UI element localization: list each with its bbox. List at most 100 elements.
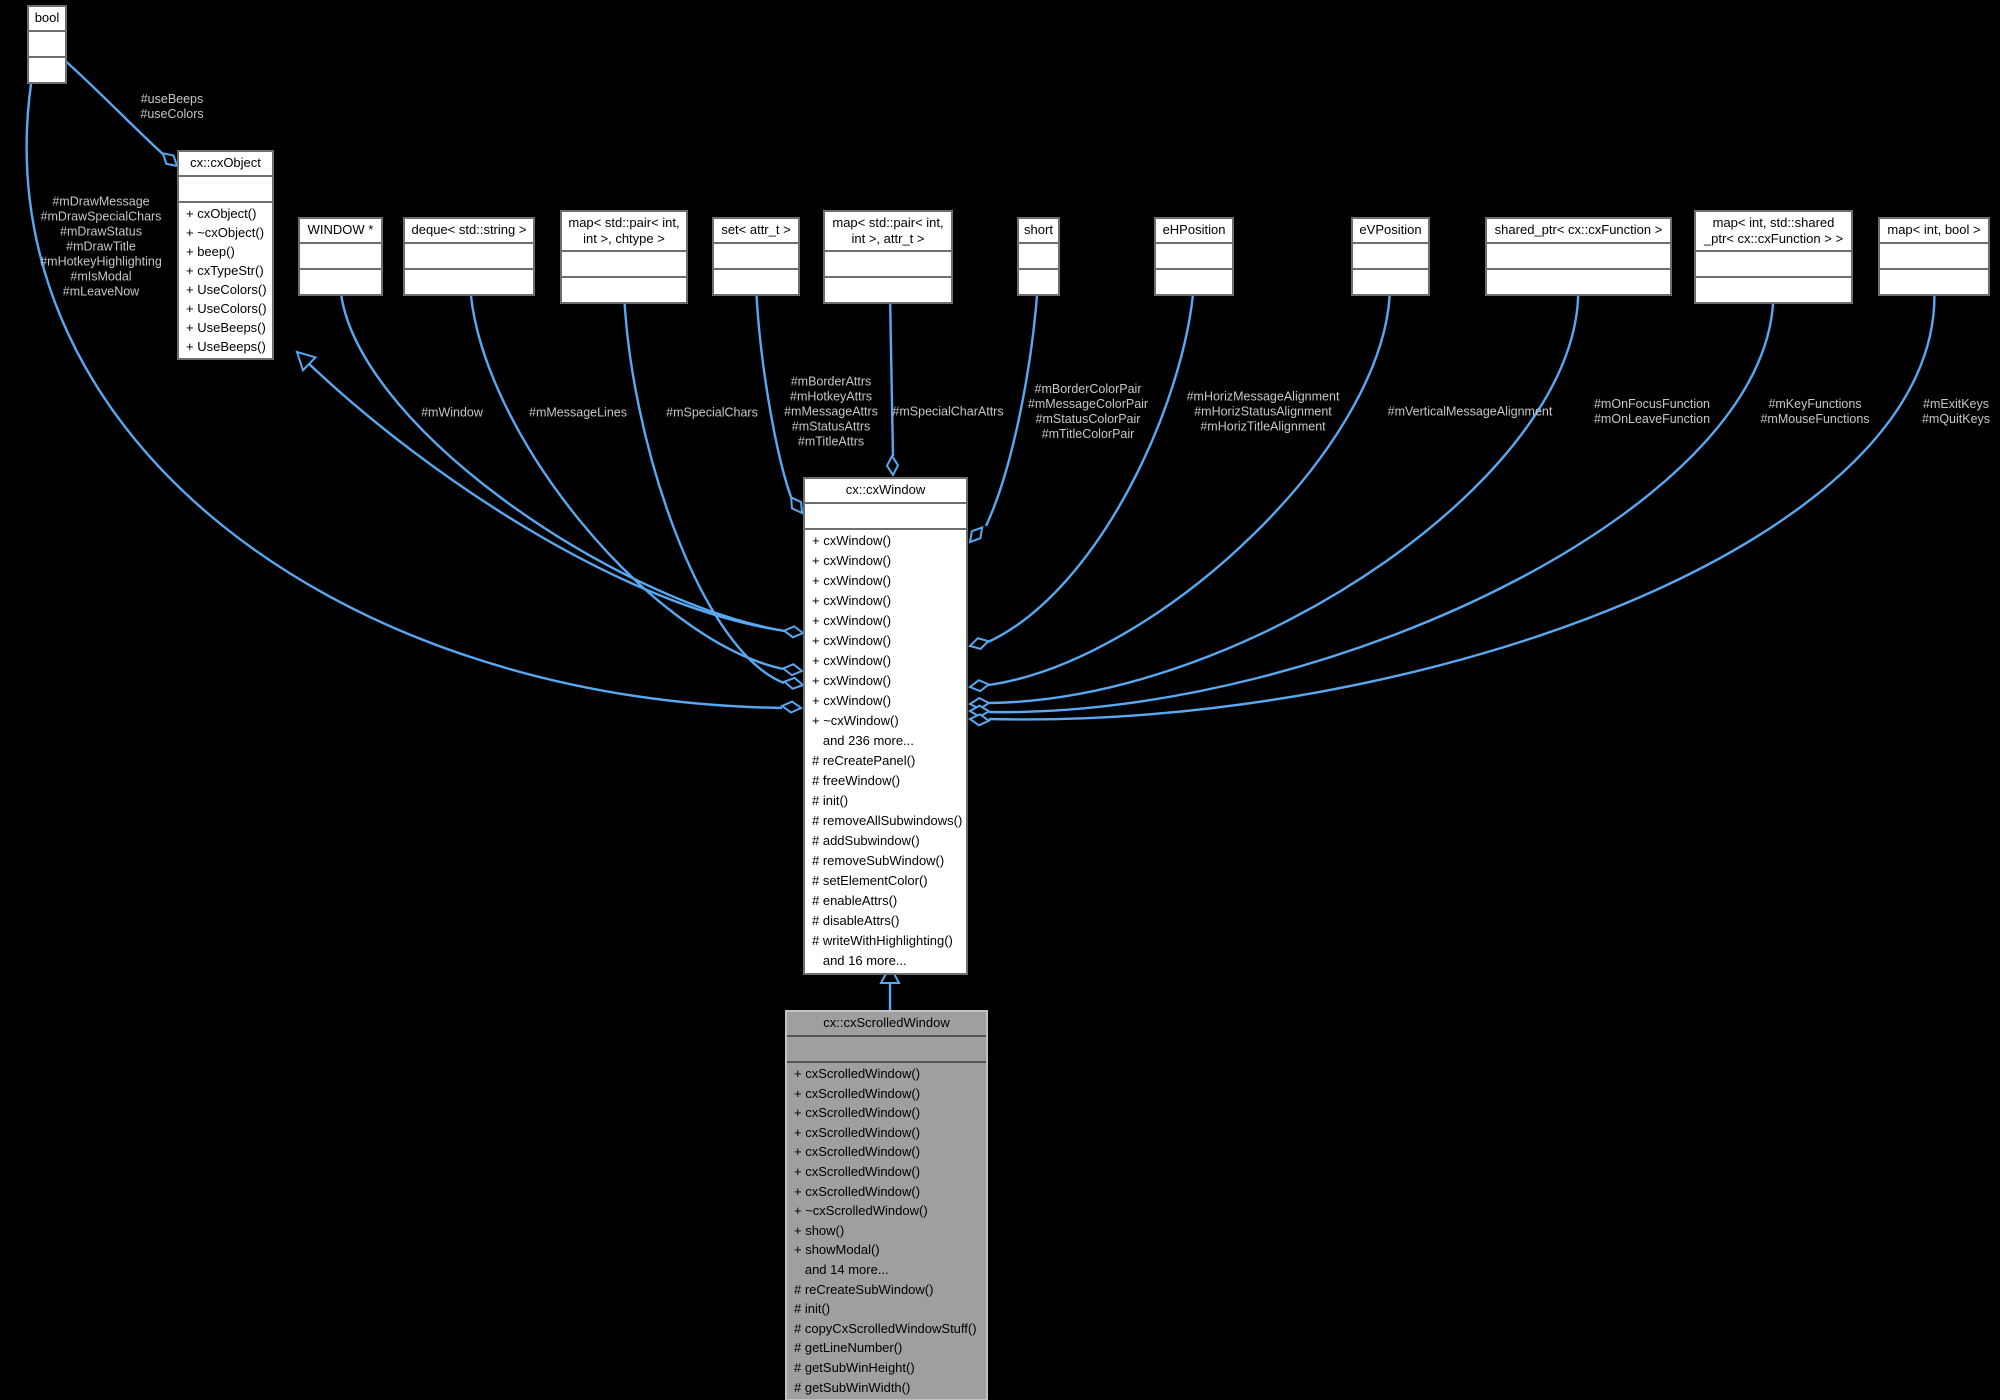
class-title: WINDOW * — [300, 219, 381, 244]
empty-compartment — [179, 177, 272, 201]
class-node-cxwindow[interactable]: cx::cxWindow+ cxWindow()+ cxWindow()+ cx… — [803, 477, 968, 975]
member-line: + cxWindow() — [812, 613, 892, 628]
edge-usebeeps-usecolors — [61, 57, 166, 157]
class-node-window-ptr[interactable]: WINDOW * — [298, 217, 383, 296]
member-line: + UseColors() — [186, 282, 267, 297]
edge-horiz-alignments — [987, 282, 1196, 644]
member-line: # removeAllSubwindows() — [812, 813, 963, 828]
class-node-map-int-bool[interactable]: map< int, bool > — [1878, 217, 1990, 296]
member-line: + ~cxWindow() — [812, 713, 899, 728]
class-node-deque-string[interactable]: deque< std::string > — [403, 217, 535, 296]
member-line: # freeWindow() — [812, 773, 901, 788]
empty-compartment — [1696, 252, 1851, 276]
member-line: + UseColors() — [186, 301, 267, 316]
empty-compartment — [562, 276, 686, 302]
member-line: # reCreatePanel() — [812, 753, 916, 768]
class-node-cxobject[interactable]: cx::cxObject+ cxObject()+ ~cxObject()+ b… — [177, 150, 274, 360]
class-title: map< std::pair< int, int >, chtype > — [562, 212, 686, 252]
member-line: # getLineNumber() — [794, 1340, 903, 1356]
edge-mspecialcharattrs — [888, 290, 895, 457]
empty-compartment — [1880, 244, 1988, 268]
edge-mdraw-flags — [25, 70, 783, 710]
empty-compartment — [1487, 244, 1670, 268]
member-line: + beep() — [186, 244, 235, 259]
member-line: # addSubwindow() — [812, 833, 920, 848]
member-line: + cxScrolledWindow() — [794, 1066, 921, 1081]
methods-compartment: + cxScrolledWindow() + cxScrolledWindow()… — [787, 1061, 986, 1399]
edge-exit-quit-keys — [988, 282, 1936, 721]
empty-compartment — [300, 244, 381, 268]
empty-compartment — [714, 244, 798, 268]
empty-compartment — [1156, 244, 1232, 268]
edge-label-mspecialchars: #mSpecialChars — [666, 405, 758, 420]
class-title: map< int, bool > — [1880, 219, 1988, 244]
class-title: cx::cxWindow — [805, 479, 966, 504]
empty-compartment — [29, 56, 65, 82]
member-line: + cxWindow() — [812, 653, 892, 668]
member-line: # enableAttrs() — [812, 893, 898, 908]
class-node-cxscrolledwindow[interactable]: cx::cxScrolledWindow+ cxScrolledWindow()… — [785, 1010, 988, 1400]
member-line: # writeWithHighlighting() — [812, 933, 953, 948]
class-node-set-attrt[interactable]: set< attr_t > — [712, 217, 800, 296]
class-node-ehposition[interactable]: eHPosition — [1154, 217, 1234, 296]
class-title: map< int, std::shared _ptr< cx::cxFuncti… — [1696, 212, 1851, 252]
edge-focus-leave-functions — [988, 282, 1580, 705]
aggregation-diamond-icon — [161, 151, 179, 168]
class-node-evposition[interactable]: eVPosition — [1351, 217, 1430, 296]
member-line: + show() — [794, 1222, 845, 1238]
aggregation-diamond-icon — [885, 454, 900, 477]
class-node-map-pair-attrt[interactable]: map< std::pair< int, int >, attr_t > — [823, 210, 953, 304]
empty-compartment — [300, 268, 381, 294]
edge-label-exit-quit-keys: #mExitKeys #mQuitKeys — [1921, 397, 1991, 426]
aggregation-diamond-icon — [781, 663, 804, 677]
edge-label-attr-sets: #mBorderAttrs #mHotkeyAttrs #mMessageAtt… — [784, 374, 878, 449]
class-title: map< std::pair< int, int >, attr_t > — [825, 212, 951, 252]
member-line: + ~cxObject() — [186, 225, 265, 240]
aggregation-diamond-icon — [780, 700, 803, 714]
member-line: # getSubWinWidth() — [794, 1379, 911, 1395]
class-node-map-pair-chtype[interactable]: map< std::pair< int, int >, chtype > — [560, 210, 688, 304]
aggregation-diamond-icon — [789, 495, 804, 515]
member-line: + cxObject() — [186, 206, 257, 221]
class-node-short[interactable]: short — [1017, 217, 1060, 296]
class-title: eVPosition — [1353, 219, 1428, 244]
member-line: + UseBeeps() — [186, 320, 266, 335]
class-node-bool[interactable]: bool — [27, 5, 67, 84]
class-title: shared_ptr< cx::cxFunction > — [1487, 219, 1670, 244]
member-line: + cxWindow() — [812, 673, 892, 688]
member-line: # disableAttrs() — [812, 913, 900, 928]
member-line: + cxScrolledWindow() — [794, 1144, 921, 1160]
class-title: cx::cxScrolledWindow — [787, 1012, 986, 1037]
edge-label-mwindow: #mWindow — [421, 405, 483, 420]
member-line: + cxScrolledWindow() — [794, 1085, 921, 1101]
empty-compartment — [405, 244, 533, 268]
methods-compartment: + cxWindow() + cxWindow() + cxWindow() + cx… — [805, 528, 966, 973]
member-line: # init() — [794, 1301, 831, 1317]
empty-compartment — [1353, 244, 1428, 268]
edge-key-mouse-functions — [988, 282, 1775, 714]
member-line: # copyCxScrolledWindowStuff() — [794, 1320, 977, 1336]
empty-compartment — [405, 268, 533, 294]
member-line: + cxWindow() — [812, 573, 892, 588]
class-node-shared-ptr-cxfunction[interactable]: shared_ptr< cx::cxFunction > — [1485, 217, 1672, 296]
aggregation-diamond-icon — [782, 625, 805, 639]
edge-vertical-alignment — [988, 282, 1392, 687]
class-title: cx::cxObject — [179, 152, 272, 177]
member-line: # reCreateSubWindow() — [794, 1281, 934, 1297]
aggregation-diamond-icon — [782, 676, 805, 690]
inheritance-arrow-icon — [295, 350, 318, 373]
edge-label-horiz-alignments: #mHorizMessageAlignment #mHorizStatusAli… — [1186, 389, 1340, 434]
edge-mmessagelines — [468, 283, 784, 671]
edge-label-mdraw-flags: #mDrawMessage #mDrawSpecialChars #mDrawS… — [40, 194, 162, 299]
aggregation-diamond-icon — [968, 679, 991, 693]
member-line: and 14 more... — [794, 1261, 889, 1277]
empty-compartment — [1019, 244, 1058, 268]
empty-compartment — [1019, 268, 1058, 294]
empty-compartment — [1880, 268, 1988, 294]
methods-compartment: + cxObject()+ ~cxObject()+ beep()+ cxTyp… — [179, 201, 272, 358]
member-line: # removeSubWindow() — [812, 853, 945, 868]
class-title: short — [1019, 219, 1058, 244]
class-node-map-int-sharedptr[interactable]: map< int, std::shared _ptr< cx::cxFuncti… — [1694, 210, 1853, 304]
member-line: # init() — [812, 793, 849, 808]
